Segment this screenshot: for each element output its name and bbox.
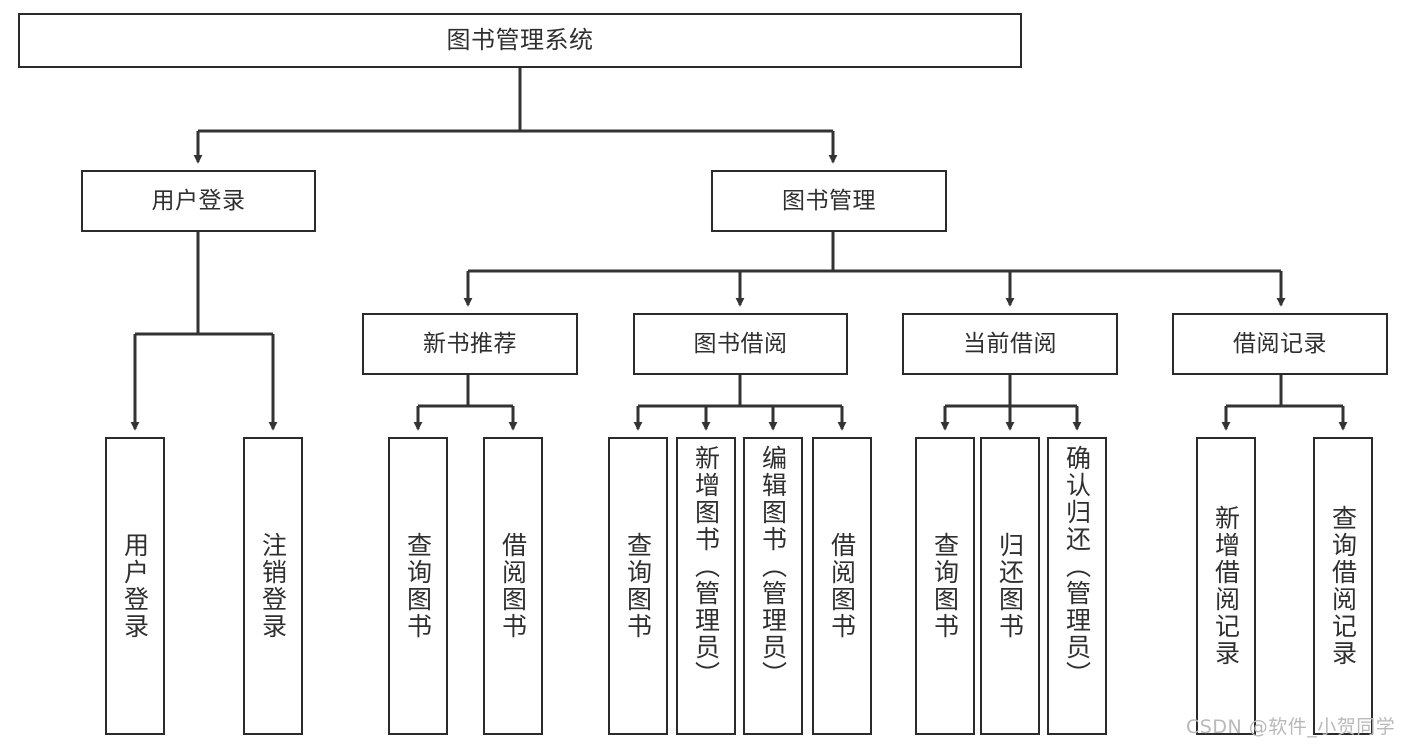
node-current-borrow-label: 当前借阅: [963, 330, 1057, 357]
leaf-user-login-login[interactable]: 用户登录: [105, 437, 165, 735]
node-borrow-record[interactable]: 借阅记录: [1172, 313, 1388, 375]
leaf-book-borrow-add-book-label: 新增图书（管理员）: [691, 445, 721, 688]
leaf-borrow-record-add-record-label: 新增借阅记录: [1211, 505, 1241, 667]
node-new-book-recommend-label: 新书推荐: [423, 330, 517, 357]
leaf-current-borrow-confirm-return-label: 确认归还（管理员）: [1062, 445, 1092, 688]
node-book-management-label: 图书管理: [782, 187, 876, 214]
leaf-borrow-record-query-record[interactable]: 查询借阅记录: [1313, 437, 1373, 735]
leaf-user-login-logout-label: 注销登录: [258, 532, 288, 640]
leaf-current-borrow-confirm-return[interactable]: 确认归还（管理员）: [1047, 437, 1107, 735]
node-new-book-recommend[interactable]: 新书推荐: [362, 313, 578, 375]
leaf-current-borrow-return-book[interactable]: 归还图书: [980, 437, 1040, 735]
node-user-login[interactable]: 用户登录: [81, 170, 316, 232]
leaf-new-book-query-book-label: 查询图书: [403, 532, 433, 640]
node-borrow-record-label: 借阅记录: [1233, 330, 1327, 357]
leaf-current-borrow-query-book[interactable]: 查询图书: [915, 437, 975, 735]
node-book-borrow-label: 图书借阅: [693, 330, 788, 357]
node-current-borrow[interactable]: 当前借阅: [902, 313, 1118, 375]
leaf-new-book-query-book[interactable]: 查询图书: [388, 437, 448, 735]
node-root-label: 图书管理系统: [446, 25, 594, 54]
leaf-new-book-borrow-book[interactable]: 借阅图书: [483, 437, 543, 735]
leaf-borrow-record-add-record[interactable]: 新增借阅记录: [1196, 437, 1256, 735]
leaf-user-login-login-label: 用户登录: [120, 532, 150, 640]
leaf-book-borrow-edit-book[interactable]: 编辑图书（管理员）: [743, 437, 803, 735]
node-book-management[interactable]: 图书管理: [711, 170, 947, 232]
node-root-book-management-system[interactable]: 图书管理系统: [18, 13, 1022, 68]
leaf-current-borrow-return-book-label: 归还图书: [995, 532, 1025, 640]
leaf-book-borrow-borrow-book-label: 借阅图书: [827, 532, 857, 640]
leaf-user-login-logout[interactable]: 注销登录: [243, 437, 303, 735]
leaf-book-borrow-query-book[interactable]: 查询图书: [608, 437, 668, 735]
leaf-book-borrow-edit-book-label: 编辑图书（管理员）: [758, 445, 788, 688]
node-book-borrow[interactable]: 图书借阅: [633, 313, 848, 375]
leaf-new-book-borrow-book-label: 借阅图书: [498, 532, 528, 640]
leaf-book-borrow-borrow-book[interactable]: 借阅图书: [812, 437, 872, 735]
leaf-book-borrow-add-book[interactable]: 新增图书（管理员）: [676, 437, 736, 735]
node-user-login-label: 用户登录: [151, 187, 246, 214]
leaf-current-borrow-query-book-label: 查询图书: [930, 532, 960, 640]
leaf-book-borrow-query-book-label: 查询图书: [623, 532, 653, 640]
leaf-borrow-record-query-record-label: 查询借阅记录: [1328, 505, 1358, 667]
